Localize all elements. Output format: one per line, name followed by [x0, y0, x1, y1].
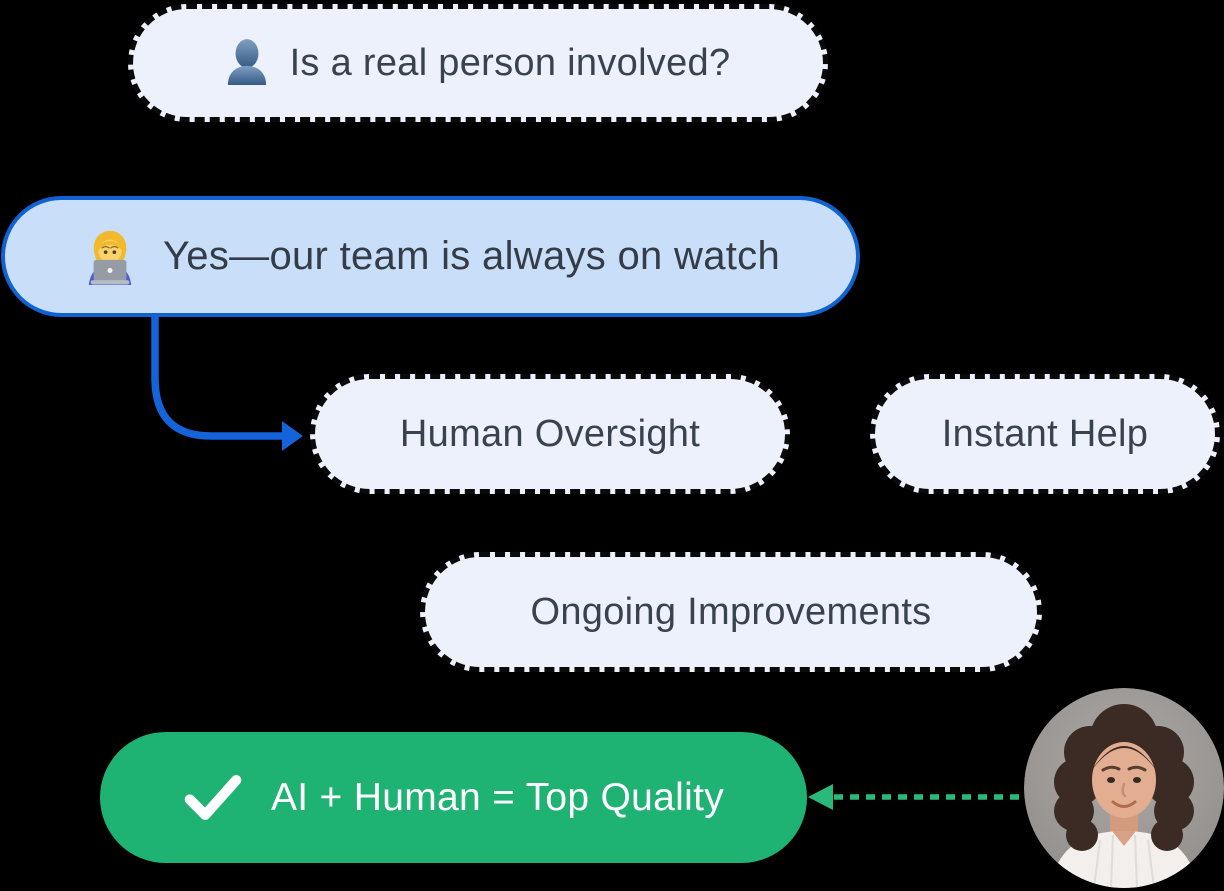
curved-arrow-blue [151, 314, 303, 451]
tag-label: Human Oversight [399, 412, 701, 455]
result-bubble-label: AI + Human = Top Quality [270, 775, 725, 819]
technologist-emoji-icon [81, 229, 139, 285]
tag-instant-help: Instant Help [870, 374, 1220, 494]
tag-label: Ongoing Improvements [530, 590, 932, 633]
woman-portrait-illustration [1024, 688, 1224, 888]
check-icon [183, 774, 243, 821]
tag-ongoing-improvements: Ongoing Improvements [420, 552, 1042, 672]
answer-bubble: Yes—our team is always on watch [1, 196, 860, 317]
bust-silhouette-icon [226, 38, 268, 88]
avatar [1024, 688, 1224, 888]
tag-label: Instant Help [941, 412, 1149, 455]
question-bubble-label: Is a real person involved? [289, 41, 731, 84]
answer-bubble-label: Yes—our team is always on watch [163, 234, 780, 278]
dotted-arrow-green [808, 784, 1024, 810]
result-bubble: AI + Human = Top Quality [100, 732, 807, 863]
tag-human-oversight: Human Oversight [310, 374, 790, 494]
question-bubble: Is a real person involved? [128, 4, 828, 122]
